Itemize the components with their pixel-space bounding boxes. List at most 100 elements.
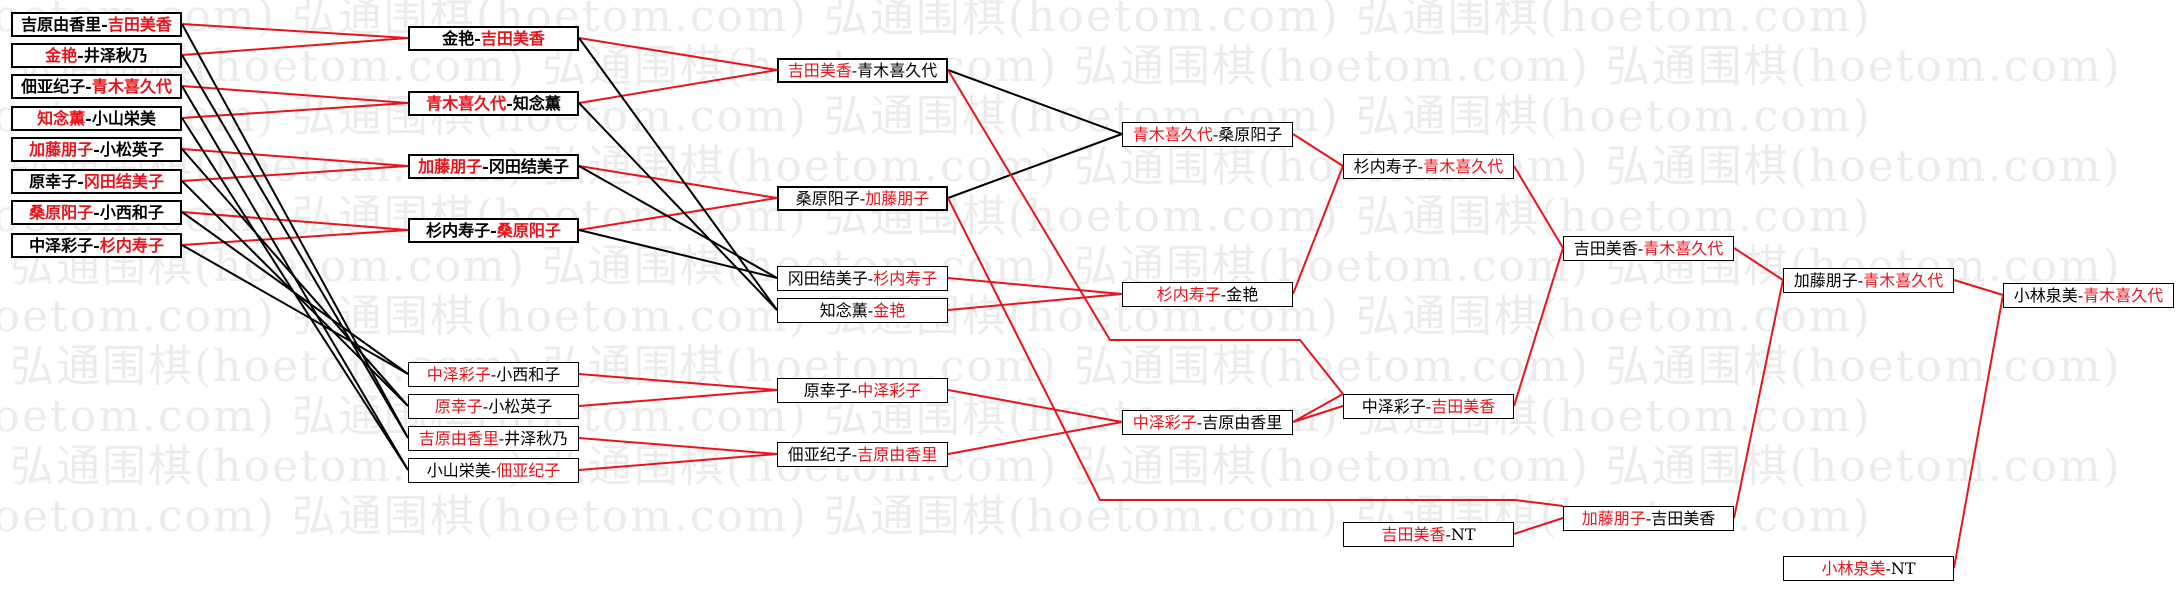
connector-line: [947, 421, 1123, 455]
player-name: 青木喜久代: [857, 61, 938, 80]
connector-line: [181, 23, 409, 39]
connector-line: [947, 277, 1123, 295]
match-box: 青木喜久代-桑原阳子: [1122, 122, 1293, 147]
connector-line: [181, 37, 409, 56]
player-name: 吉原由香里: [21, 15, 102, 34]
player-name: 中泽彩子: [29, 236, 94, 255]
match-box: 小林泉美-NT: [1783, 556, 1954, 581]
player-name: 小松英子: [488, 397, 553, 416]
player-name: 杉内寿子: [873, 269, 938, 288]
player-name: 小西和子: [496, 365, 561, 384]
player-name: 吉田美香: [1431, 397, 1496, 416]
connector-line: [181, 23, 409, 439]
player-name: 佃亚纪子: [787, 445, 852, 464]
connector-line: [181, 102, 409, 119]
connector-line: [1733, 279, 1784, 519]
player-name: 冈田结美子: [488, 157, 569, 176]
match-box: 原幸子-小松英子: [408, 394, 579, 419]
connector-line: [1292, 393, 1344, 423]
connector-line: [1733, 247, 1784, 281]
player-name: 加藤朋子: [1793, 271, 1858, 290]
player-name: 冈田结美子: [83, 172, 164, 191]
match-box: 加藤朋子-冈田结美子: [408, 154, 579, 179]
connector-line: [1953, 279, 2004, 296]
player-name: 桑原阳子: [795, 189, 860, 208]
player-name: NT: [1450, 525, 1476, 544]
player-name: 吉田美香: [1573, 239, 1638, 258]
connector-line: [578, 389, 778, 407]
player-name: 中泽彩子: [426, 365, 491, 384]
match-box: 青木喜久代-知念薫: [408, 91, 579, 116]
player-name: 小林泉美: [1821, 559, 1886, 578]
connector-line: [1513, 517, 1564, 535]
connector-line: [947, 389, 1123, 423]
match-box: 桑原阳子-小西和子: [11, 200, 182, 225]
player-name: 青木喜久代: [1132, 125, 1213, 144]
match-box: 中泽彩子-小西和子: [408, 362, 579, 387]
connector-line: [578, 165, 778, 199]
match-box: 吉田美香-青木喜久代: [777, 58, 948, 83]
connector-line: [578, 69, 778, 104]
match-box: 杉内寿子-桑原阳子: [408, 218, 579, 243]
player-name: 原幸子: [29, 172, 78, 191]
player-name: 金艳: [1226, 285, 1259, 304]
player-name: 吉田美香: [1651, 509, 1716, 528]
match-box: 佃亚纪子-青木喜久代: [11, 74, 182, 99]
connector-line: [578, 197, 778, 231]
match-box: 佃亚纪子-吉原由香里: [777, 442, 948, 467]
player-name: 青木喜久代: [1863, 271, 1944, 290]
player-name: 原幸子: [434, 397, 483, 416]
connector-line: [181, 148, 409, 167]
connector-line: [578, 229, 778, 279]
final-match-box: 小林泉美-青木喜久代: [2003, 283, 2174, 308]
match-box: 杉内寿子-青木喜久代: [1343, 154, 1514, 179]
player-name: 吉田美香: [480, 29, 545, 48]
match-box: 桑原阳子-加藤朋子: [777, 186, 948, 211]
match-box: 知念薫-金艳: [777, 298, 948, 323]
match-box: 金艳-井泽秋乃: [11, 43, 182, 68]
player-name: 知念薫: [819, 301, 868, 320]
player-name: 青木喜久代: [1643, 239, 1724, 258]
player-name: 金艳: [873, 301, 906, 320]
connector-line: [181, 211, 409, 375]
player-name: 小松英子: [99, 140, 164, 159]
player-name: 加藤朋子: [29, 140, 94, 159]
connector-line: [578, 37, 778, 71]
match-box: 吉原由香里-井泽秋乃: [408, 426, 579, 451]
connector-line: [947, 133, 1123, 199]
player-name: 井泽秋乃: [83, 46, 148, 65]
player-name: 杉内寿子: [1156, 285, 1221, 304]
match-box: 加藤朋子-吉田美香: [1563, 506, 1734, 531]
connector-line: [578, 453, 778, 471]
player-name: 加藤朋子: [865, 189, 930, 208]
connector-line: [578, 37, 778, 311]
player-name: 井泽秋乃: [504, 429, 569, 448]
match-box: 金艳-吉田美香: [408, 26, 579, 51]
connector-line: [578, 165, 778, 279]
player-name: 金艳: [45, 46, 78, 65]
match-box: 加藤朋子-小松英子: [11, 137, 182, 162]
match-box: 小山栄美-佃亚纪子: [408, 458, 579, 483]
player-name: 吉原由香里: [1202, 413, 1283, 432]
connector-line: [181, 165, 409, 182]
player-name: 中泽彩子: [857, 381, 922, 400]
connector-line: [947, 69, 1344, 395]
player-name: 青木喜久代: [1423, 157, 1504, 176]
connector-line: [181, 244, 409, 375]
player-name: 杉内寿子: [1353, 157, 1418, 176]
match-box: 杉内寿子-金艳: [1122, 282, 1293, 307]
connector-line: [1292, 405, 1344, 423]
player-name: 小林泉美: [2013, 286, 2078, 305]
connector-line: [181, 85, 409, 104]
player-name: NT: [1890, 559, 1916, 578]
player-name: 杉内寿子: [426, 221, 491, 240]
match-box: 冈田结美子-杉内寿子: [777, 266, 948, 291]
match-box: 中泽彩子-吉原由香里: [1122, 410, 1293, 435]
player-name: 吉田美香: [1381, 525, 1446, 544]
connector-line: [578, 102, 778, 311]
match-box: 加藤朋子-青木喜久代: [1783, 268, 1954, 293]
connector-line: [947, 197, 1564, 507]
player-name: 中泽彩子: [1132, 413, 1197, 432]
match-box: 吉田美香-青木喜久代: [1563, 236, 1734, 261]
